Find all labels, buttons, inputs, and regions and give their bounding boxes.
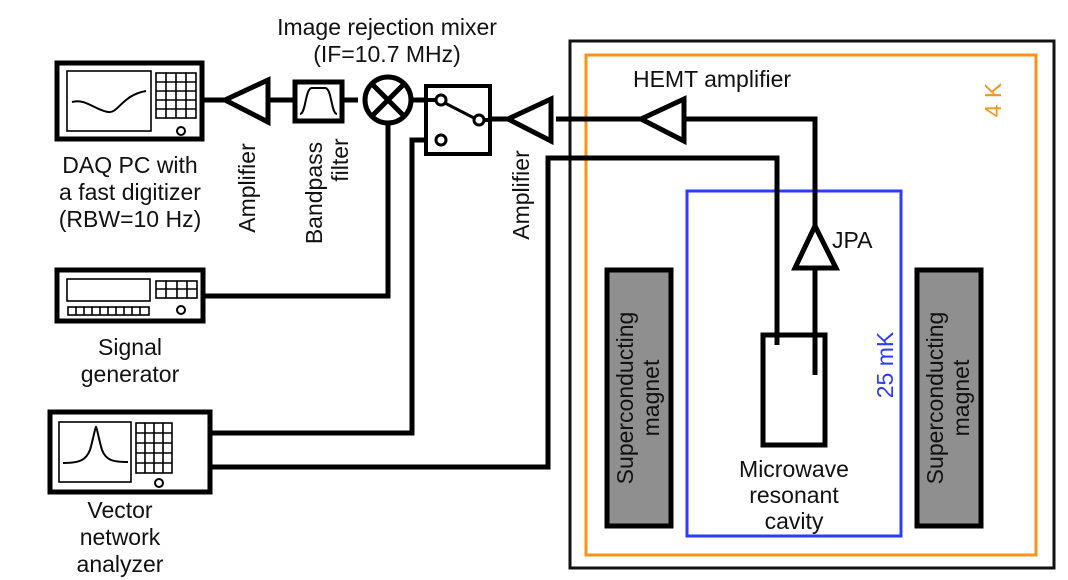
label-vna-3: analyzer (77, 551, 164, 577)
keypad-icon (155, 72, 197, 119)
label-daq-3: (RBW=10 Hz) (59, 206, 202, 232)
label-hemt: HEMT amplifier (633, 66, 791, 92)
label-vna-2: network (80, 524, 161, 550)
keypad-icon (155, 280, 198, 299)
label-bandpass-2: filter (327, 138, 353, 182)
wire-jpa-to-hemt (683, 116, 818, 228)
daq-pc-instrument (54, 60, 205, 142)
signal-generator-instrument (54, 267, 206, 324)
svg-text:Superconducting: Superconducting (612, 312, 638, 485)
svg-text:resonant: resonant (749, 482, 839, 508)
svg-text:magnet: magnet (948, 359, 974, 436)
jpa-icon (791, 220, 841, 271)
stage-4k-box (584, 53, 1038, 557)
label-amplifier-1: Amplifier (234, 143, 260, 233)
hemt-amplifier-icon (635, 95, 687, 146)
label-daq-1: DAQ PC with (62, 152, 197, 178)
svg-text:magnet: magnet (638, 359, 664, 436)
knob-icon (176, 126, 186, 136)
image-rejection-mixer-icon (362, 74, 414, 126)
label-4k: 4 K (980, 82, 1006, 117)
label-siggen-2: generator (81, 361, 180, 387)
label-jpa: JPA (832, 227, 873, 253)
label-daq-2: a fast digitizer (59, 179, 201, 205)
stage-25mk-box (685, 189, 903, 538)
superconducting-magnet-left: Superconducting magnet (604, 267, 674, 529)
button-row-icon (67, 306, 150, 316)
label-vna-1: Vector (87, 497, 153, 523)
amplifier-2-icon (502, 95, 554, 146)
microwave-cavity: Microwave resonant cavity (739, 332, 849, 534)
bandpass-filter-icon (292, 79, 345, 124)
keypad-icon (135, 422, 173, 474)
wire-siggen-to-mixer (205, 124, 391, 299)
svg-text:Superconducting: Superconducting (922, 312, 948, 485)
label-siggen-1: Signal (98, 334, 162, 360)
vector-network-analyzer-instrument (47, 409, 213, 495)
wire-input-line (210, 155, 780, 470)
knob-icon (154, 478, 164, 488)
label-amplifier-2: Amplifier (508, 150, 534, 240)
label-mixer-1: Image rejection mixer (277, 14, 497, 40)
label-25mk: 25 mK (872, 331, 898, 398)
label-bandpass-1: Bandpass (301, 142, 327, 244)
rf-switch-icon[interactable] (424, 84, 492, 156)
knob-icon (176, 305, 186, 315)
cryostat-outer-box (568, 39, 1056, 570)
svg-text:cavity: cavity (765, 508, 824, 534)
amplifier-1-icon (219, 76, 271, 127)
superconducting-magnet-right: Superconducting magnet (914, 267, 984, 529)
svg-text:Microwave: Microwave (739, 456, 849, 482)
label-mixer-2: (IF=10.7 MHz) (313, 41, 461, 67)
